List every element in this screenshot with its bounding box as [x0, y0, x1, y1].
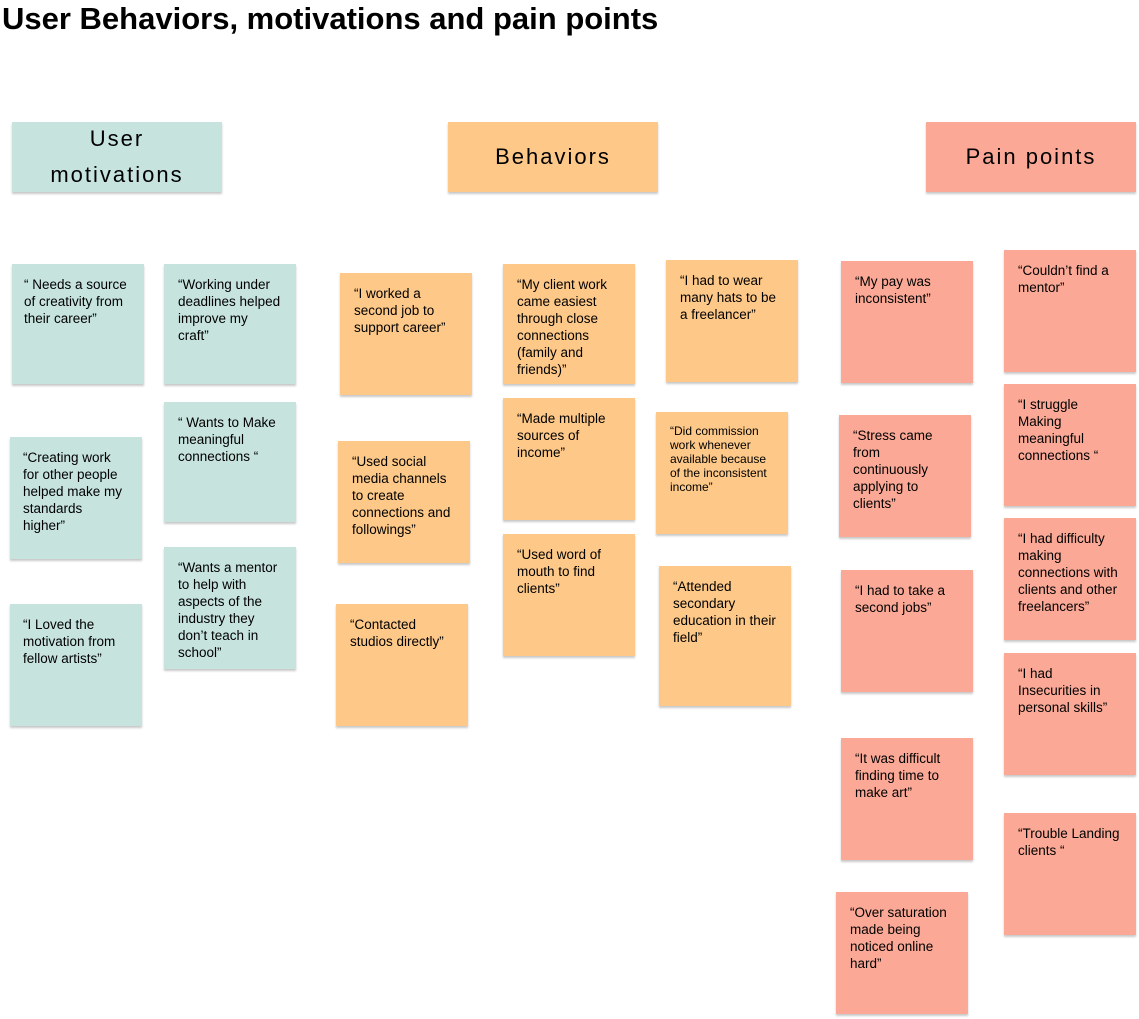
header-pain-points-label: Pain points: [965, 144, 1097, 169]
motivation-note-text: “Creating work for other people helped m…: [23, 450, 123, 533]
behavior-note-text: “Attended secondary education in their f…: [673, 579, 776, 645]
motivation-note-text: “ Wants to Make meaningful connections “: [178, 415, 276, 464]
pain-point-note: “Over saturation made being noticed onli…: [836, 892, 968, 1014]
behavior-note-text: “Used word of mouth to find clients”: [517, 547, 602, 596]
behavior-note: “My client work came easiest through clo…: [503, 264, 635, 384]
behavior-note-text: “Did commission work whenever available …: [670, 424, 767, 494]
pain-point-note-text: “Trouble Landing clients “: [1018, 826, 1120, 858]
pain-point-note-text: “I had to take a second jobs”: [855, 583, 946, 615]
motivation-note-text: “Wants a mentor to help with aspects of …: [178, 560, 278, 660]
pain-point-note: “I struggle Making meaningful connection…: [1004, 384, 1136, 506]
behavior-note: “I worked a second job to support career…: [340, 273, 472, 395]
behavior-note-text: “I had to wear many hats to be a freelan…: [680, 273, 777, 322]
behavior-note-text: “My client work came easiest through clo…: [517, 277, 608, 377]
pain-point-note: “Trouble Landing clients “: [1004, 813, 1136, 935]
behavior-note: “I had to wear many hats to be a freelan…: [666, 260, 798, 382]
header-behaviors: Behaviors: [448, 122, 658, 192]
pain-point-note-text: “I had Insecurities in personal skills”: [1018, 666, 1108, 715]
behavior-note: “Attended secondary education in their f…: [659, 566, 791, 706]
header-pain-points: Pain points: [926, 122, 1136, 192]
behavior-note: “Contacted studios directly”: [336, 604, 468, 726]
pain-point-note: “It was difficult finding time to make a…: [841, 738, 973, 860]
page-title: User Behaviors, motivations and pain poi…: [2, 1, 659, 36]
behavior-note: “Used social media channels to create co…: [338, 441, 470, 563]
pain-point-note: “I had to take a second jobs”: [841, 570, 973, 692]
header-user-motivations: User motivations: [12, 122, 222, 192]
motivation-note: “Working under deadlines helped improve …: [164, 264, 296, 384]
behavior-note: “Made multiple sources of income”: [503, 398, 635, 520]
pain-point-note-text: “Couldn’t find a mentor”: [1018, 263, 1109, 295]
motivation-note-text: “Working under deadlines helped improve …: [178, 277, 281, 343]
pain-point-note: “I had difficulty making connections wit…: [1004, 518, 1136, 640]
pain-point-note-text: “I had difficulty making connections wit…: [1018, 531, 1118, 614]
header-behaviors-label: Behaviors: [495, 144, 611, 169]
behavior-note-text: “Used social media channels to create co…: [352, 454, 451, 537]
pain-point-note-text: “Over saturation made being noticed onli…: [850, 905, 947, 971]
pain-point-note-text: “It was difficult finding time to make a…: [855, 751, 941, 800]
behavior-note: “Used word of mouth to find clients”: [503, 534, 635, 656]
motivation-note: “Creating work for other people helped m…: [10, 437, 142, 559]
pain-point-note: “My pay was inconsistent”: [841, 261, 973, 383]
motivation-note: “I Loved the motivation from fellow arti…: [10, 604, 142, 726]
behavior-note-text: “Contacted studios directly”: [350, 617, 444, 649]
motivation-note: “ Needs a source of creativity from thei…: [12, 264, 144, 384]
motivation-note-text: “ Needs a source of creativity from thei…: [24, 277, 127, 326]
pain-point-note: “I had Insecurities in personal skills”: [1004, 653, 1136, 775]
behavior-note: “Did commission work whenever available …: [656, 412, 788, 534]
header-user-motivations-label: User motivations: [50, 126, 184, 187]
motivation-note-text: “I Loved the motivation from fellow arti…: [23, 617, 116, 666]
pain-point-note: “Stress came from continuously applying …: [839, 415, 971, 537]
pain-point-note-text: “Stress came from continuously applying …: [853, 428, 933, 511]
motivation-note: “Wants a mentor to help with aspects of …: [164, 547, 296, 669]
motivation-note: “ Wants to Make meaningful connections “: [164, 402, 296, 522]
behavior-note-text: “Made multiple sources of income”: [517, 411, 606, 460]
pain-point-note-text: “I struggle Making meaningful connection…: [1018, 397, 1099, 463]
pain-point-note: “Couldn’t find a mentor”: [1004, 250, 1136, 372]
pain-point-note-text: “My pay was inconsistent”: [855, 274, 931, 306]
behavior-note-text: “I worked a second job to support career…: [354, 286, 446, 335]
